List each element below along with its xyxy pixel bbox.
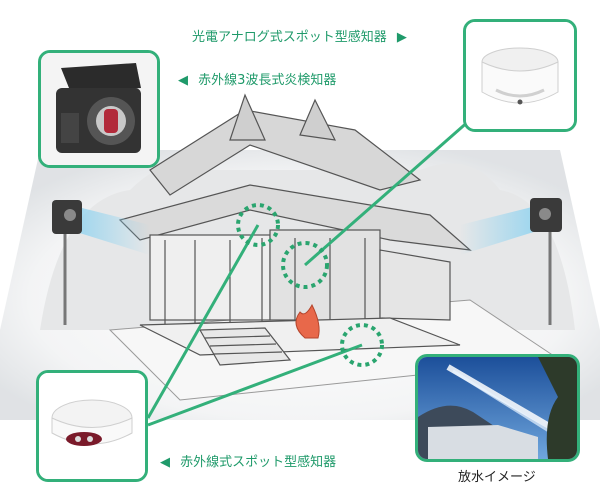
flame-mark <box>295 303 320 339</box>
flame-detector-label-text: 赤外線3波長式炎検知器 <box>198 73 337 88</box>
right-arrow-icon: ▶ <box>396 30 407 45</box>
infrared-spot-label-text: 赤外線式スポット型感知器 <box>180 455 337 470</box>
left-pole-detector <box>52 200 150 325</box>
flame-detector-image <box>41 53 157 165</box>
shrine <box>118 93 472 366</box>
infrared-spot-detector-image <box>39 373 145 479</box>
left-arrow-icon: ◀ <box>160 455 170 470</box>
right-pole-detector <box>460 198 562 325</box>
infrared-spot-label: ◀ 赤外線式スポット型感知器 <box>160 455 336 471</box>
water-discharge-inset <box>415 354 580 462</box>
photoelectric-detector-image <box>466 22 574 129</box>
dotted-rings <box>236 203 384 367</box>
flame-detector-inset <box>38 50 160 168</box>
infrared-spot-detector-inset <box>36 370 148 482</box>
photoelectric-detector-inset <box>463 19 577 132</box>
water-discharge-caption: 放水イメージ <box>458 470 536 486</box>
connector-lines <box>146 118 471 427</box>
water-discharge-image <box>418 357 577 459</box>
water-discharge-caption-text: 放水イメージ <box>458 470 536 485</box>
photoelectric-label-text: 光電アナログ式スポット型感知器 <box>192 30 387 45</box>
photoelectric-label: 光電アナログ式スポット型感知器 ▶ <box>192 30 407 46</box>
left-arrow-icon: ◀ <box>178 73 188 88</box>
flame-detector-label: ◀ 赤外線3波長式炎検知器 <box>178 73 336 89</box>
